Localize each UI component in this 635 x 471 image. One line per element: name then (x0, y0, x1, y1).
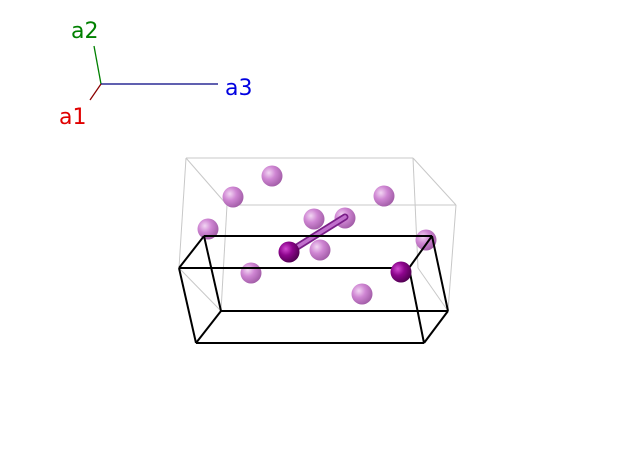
axis-a2-line (93, 45, 102, 85)
atom (373, 185, 395, 207)
atom-highlighted (278, 241, 300, 263)
atom (351, 283, 373, 305)
bond (285, 213, 349, 256)
atoms-front (278, 241, 412, 283)
axis-a3-label: a3 (225, 76, 252, 101)
inner-unit-cell (178, 235, 449, 344)
atom (415, 229, 437, 251)
atom (222, 186, 244, 208)
atom (309, 239, 331, 261)
atom (197, 218, 219, 240)
axis-triad: a2 a3 a1 (59, 19, 252, 130)
axis-a1-line (89, 83, 102, 101)
outer-unit-cell (178, 157, 457, 312)
atoms-back (197, 165, 437, 305)
atom-highlighted (390, 261, 412, 283)
atom (240, 262, 262, 284)
axis-a1-label: a1 (59, 105, 86, 130)
atom (261, 165, 283, 187)
axis-a2-label: a2 (71, 19, 98, 44)
atom (303, 208, 325, 230)
